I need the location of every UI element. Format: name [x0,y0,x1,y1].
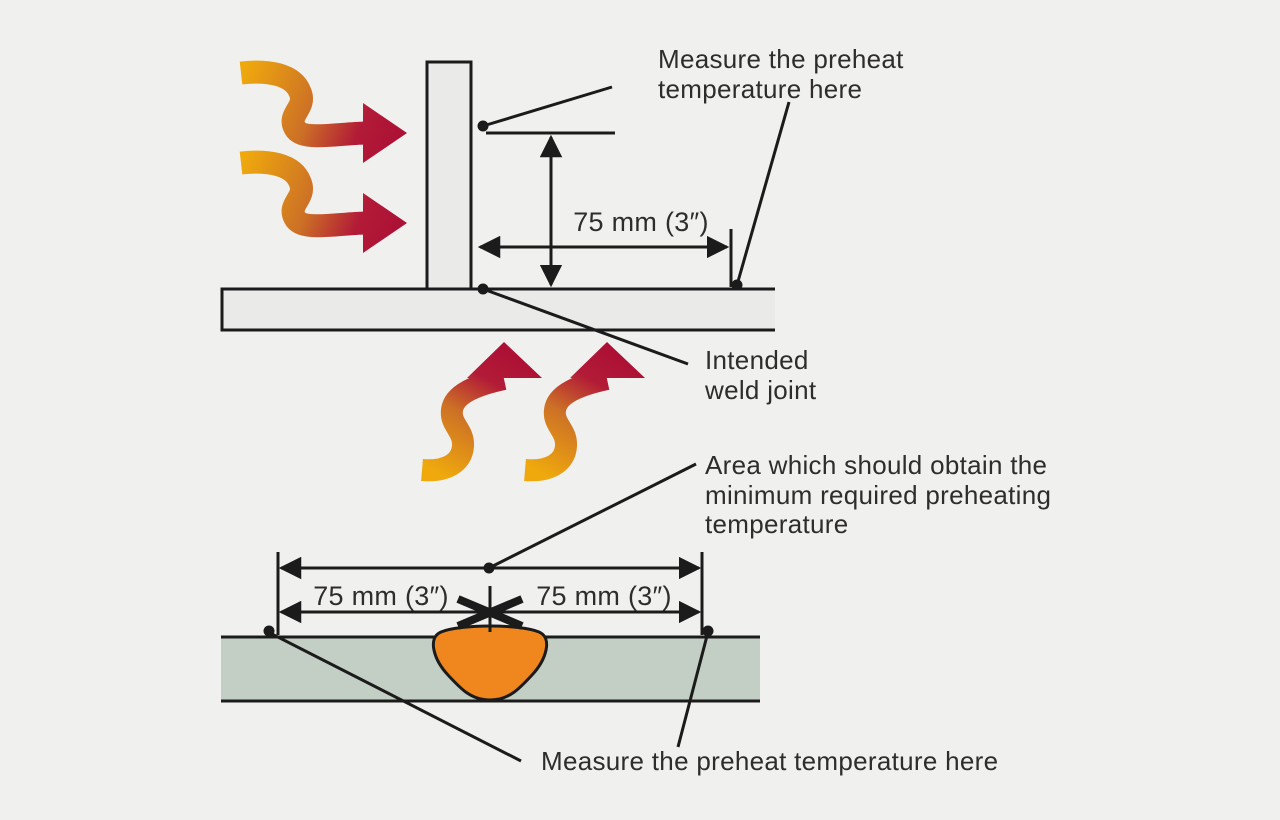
area-label-line2: minimum required preheating [705,480,1051,510]
vertical-plate [427,62,471,288]
heat-arrow-up-icon [422,342,542,470]
area-label-line1: Area which should obtain the [705,450,1047,480]
measure-preheat-label-line2: temperature here [658,74,862,104]
heat-arrow-up-icon [525,342,645,470]
leader-line-measure-left [269,631,522,763]
intended-weld-joint-label-line1: Intended [705,345,809,375]
measure-preheat-label-line1: Measure the preheat [658,44,904,74]
anchor-dot-measure-right [702,625,714,637]
leader-line-measure-right [676,631,710,748]
dimension-label-75mm: 75 mm (3″) [573,207,709,237]
top-diagram: Measure the preheat temperature here 75 … [220,44,904,470]
heat-arrow-right-icon [241,72,407,163]
leader-line-plate-side [482,85,613,128]
intended-weld-joint-label-line2: weld joint [704,375,817,405]
base-plate-outline [220,287,775,332]
weld-bead [431,624,549,702]
dimension-label-right-75mm: 75 mm (3″) [536,581,672,611]
leader-line-weld-joint [482,287,689,366]
dimension-label-left-75mm: 75 mm (3″) [313,581,449,611]
weld-center-mark [456,595,524,630]
leader-line-area [488,462,697,570]
area-label-line3: temperature [705,509,848,539]
heat-arrow-right-icon [241,162,407,253]
bottom-diagram: Area which should obtain the minimum req… [221,450,1051,776]
measure-preheat-bottom-label: Measure the preheat temperature here [541,746,998,776]
vertical-plate-outline [425,60,473,288]
leader-line-plate-top [735,101,791,286]
